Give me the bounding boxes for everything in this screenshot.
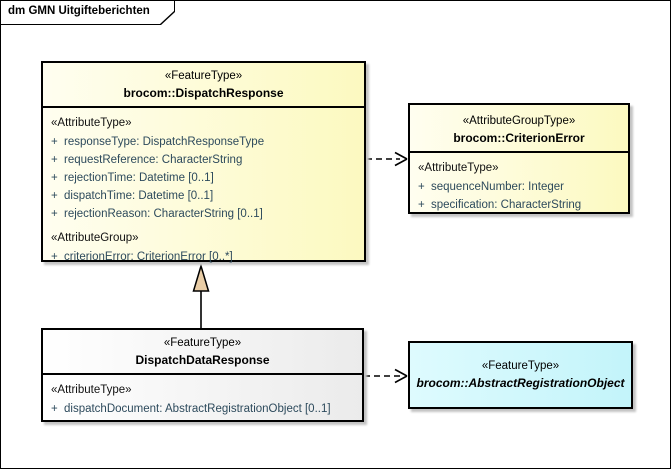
class-header: «FeatureType» DispatchDataResponse bbox=[43, 330, 362, 375]
section-heading: «AttributeGroup» bbox=[51, 232, 139, 244]
class-header: «FeatureType» brocom::AbstractRegistrati… bbox=[410, 343, 631, 407]
visibility: + bbox=[51, 154, 58, 166]
visibility: + bbox=[51, 190, 58, 202]
dependency-connector-dispatchresponse-criterionerror[interactable] bbox=[366, 151, 408, 167]
attribute-row: + sequenceNumber: Integer bbox=[410, 178, 628, 196]
generalization-connector-dispatchdataresponse-dispatchresponse[interactable] bbox=[192, 263, 210, 328]
section-heading: «AttributeType» bbox=[418, 162, 499, 174]
attribute-text: responseType: DispatchResponseType bbox=[64, 136, 265, 148]
visibility: + bbox=[51, 172, 58, 184]
attribute-row: + requestReference: CharacterString bbox=[43, 151, 364, 169]
section-heading: «AttributeType» bbox=[51, 117, 132, 129]
attribute-row: + rejectionTime: Datetime [0..1] bbox=[43, 169, 364, 187]
visibility: + bbox=[51, 251, 58, 263]
class-criterion-error[interactable]: «AttributeGroupType» brocom::CriterionEr… bbox=[408, 103, 630, 214]
class-header: «FeatureType» brocom::DispatchResponse bbox=[43, 63, 364, 108]
stereotype-label: «AttributeGroupType» bbox=[462, 115, 576, 127]
frame-tab: dm GMN Uitgifteberichten bbox=[1, 1, 175, 25]
dependency-connector-dispatchdataresponse-abstractregistrationobject[interactable] bbox=[364, 368, 408, 384]
attribute-row: + specification: CharacterString bbox=[410, 196, 628, 214]
class-name: DispatchDataResponse bbox=[135, 353, 270, 367]
attribute-row: + rejectionReason: CharacterString [0..1] bbox=[43, 205, 364, 223]
stereotype-label: «FeatureType» bbox=[164, 70, 243, 82]
attribute-row: + criterionError: CriterionError [0..*] bbox=[43, 248, 364, 266]
class-dispatch-data-response[interactable]: «FeatureType» DispatchDataResponse «Attr… bbox=[41, 328, 364, 422]
frame-tab-fill bbox=[1, 1, 174, 24]
attribute-text: dispatchDocument: AbstractRegistrationOb… bbox=[64, 403, 331, 415]
visibility: + bbox=[418, 181, 425, 193]
class-dispatch-response[interactable]: «FeatureType» brocom::DispatchResponse «… bbox=[41, 61, 366, 263]
visibility: + bbox=[418, 199, 425, 211]
class-name: brocom::CriterionError bbox=[453, 131, 585, 145]
attribute-text: requestReference: CharacterString bbox=[64, 154, 243, 166]
attribute-row: + dispatchTime: Datetime [0..1] bbox=[43, 187, 364, 205]
class-name: brocom::AbstractRegistrationObject bbox=[416, 376, 625, 390]
attribute-text: criterionError: CriterionError [0..*] bbox=[64, 251, 233, 263]
stereotype-label: «FeatureType» bbox=[163, 337, 242, 349]
class-header: «AttributeGroupType» brocom::CriterionEr… bbox=[410, 105, 628, 153]
attribute-compartment: «AttributeType» + dispatchDocument: Abstr… bbox=[43, 375, 362, 418]
class-name: brocom::DispatchResponse bbox=[123, 86, 284, 100]
attribute-row: + responseType: DispatchResponseType bbox=[43, 133, 364, 151]
visibility: + bbox=[51, 208, 58, 220]
attribute-compartment: «AttributeType» + responseType: DispatchR… bbox=[43, 108, 364, 266]
attribute-row: + dispatchDocument: AbstractRegistrationO… bbox=[43, 400, 362, 418]
stereotype-label: «FeatureType» bbox=[481, 360, 560, 372]
section-heading: «AttributeType» bbox=[51, 384, 132, 396]
diagram-title: dm GMN Uitgifteberichten bbox=[8, 5, 150, 17]
visibility: + bbox=[51, 136, 58, 148]
attribute-text: specification: CharacterString bbox=[431, 199, 582, 211]
attribute-text: sequenceNumber: Integer bbox=[431, 181, 564, 193]
attribute-text: rejectionTime: Datetime [0..1] bbox=[64, 172, 214, 184]
class-abstract-registration-object[interactable]: «FeatureType» brocom::AbstractRegistrati… bbox=[408, 341, 633, 409]
attribute-text: rejectionReason: CharacterString [0..1] bbox=[64, 208, 263, 220]
visibility: + bbox=[51, 403, 58, 415]
attribute-text: dispatchTime: Datetime [0..1] bbox=[64, 190, 214, 202]
attribute-compartment: «AttributeType» + sequenceNumber: Integer… bbox=[410, 153, 628, 214]
